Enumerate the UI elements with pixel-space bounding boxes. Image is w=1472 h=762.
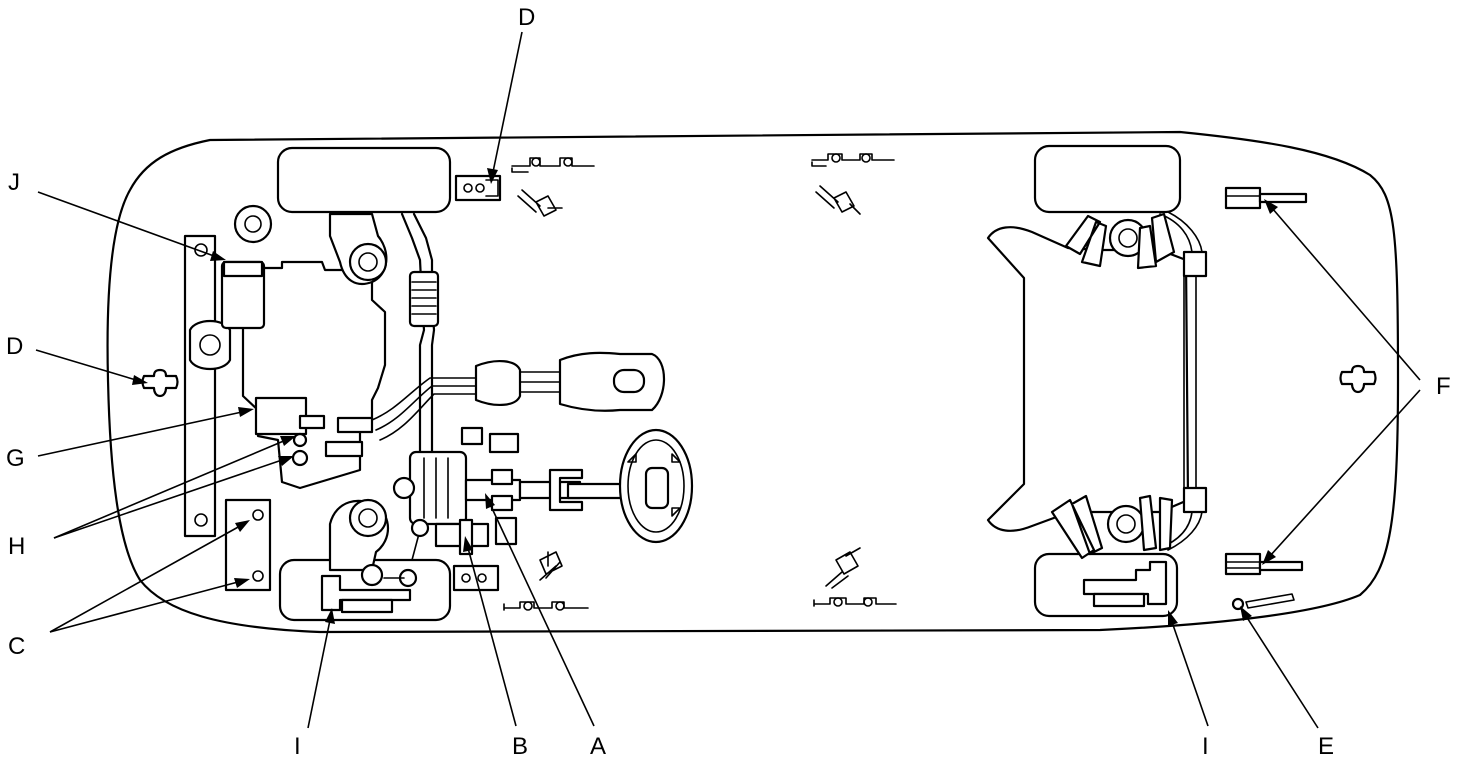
callout-h: H <box>8 533 25 560</box>
flex-pipe-ribs <box>411 281 437 315</box>
rear-top-hub-inner <box>1118 228 1138 248</box>
pulley-hub <box>244 215 262 233</box>
rear-bottom-hub-inner <box>1116 514 1136 534</box>
small-box <box>488 432 520 454</box>
rear-axle-rail <box>1183 275 1197 489</box>
cross-member-bracket-hole <box>199 334 221 356</box>
shift-lever-bracket <box>558 351 665 412</box>
c-bolt-top <box>252 509 264 521</box>
callout-d-top: D <box>518 4 535 31</box>
front-cross-member <box>183 234 217 538</box>
lift-clip <box>503 601 589 611</box>
callout-e: E <box>1318 733 1334 760</box>
fuel-pump-inner <box>627 439 685 533</box>
connector <box>336 416 374 434</box>
shift-cables <box>519 371 561 393</box>
transmission-ribs <box>423 457 449 519</box>
transmission-housing <box>408 450 468 526</box>
callout-f: F <box>1436 373 1451 400</box>
caliper-pad-right <box>1092 592 1146 608</box>
rear-bottom-arms <box>1050 494 1174 560</box>
tow-hook-bottom <box>1224 552 1304 576</box>
callout-g: G <box>6 445 25 472</box>
leader-lines <box>35 31 1421 729</box>
front-top-hub-inner <box>358 252 378 272</box>
lift-clip <box>813 597 897 607</box>
tow-hook-top <box>1224 186 1308 210</box>
rear-drain-plug <box>1231 593 1295 611</box>
rear-top-wheel <box>1033 144 1182 214</box>
callout-j: J <box>8 169 20 196</box>
callout-i-left: I <box>294 733 301 760</box>
callout-c: C <box>8 633 25 660</box>
pulley <box>233 204 273 244</box>
connector <box>324 440 364 458</box>
bolt-symbol <box>815 185 861 215</box>
front-top-hub <box>348 242 388 282</box>
rear-bottom-link <box>1182 486 1208 514</box>
a-point <box>410 518 430 538</box>
lift-clip <box>811 153 895 167</box>
bolt-symbol <box>539 551 563 581</box>
c-bolt-bottom <box>252 570 264 582</box>
jack-point-left <box>141 368 179 398</box>
shift-lever-slot <box>612 368 646 394</box>
jack-point-right <box>1339 364 1377 394</box>
shift-cable-boot <box>474 360 522 406</box>
bolt-symbol <box>825 547 861 589</box>
front-top-wheel <box>276 146 452 214</box>
cross-member-bolt <box>194 513 208 527</box>
steering-link <box>360 563 384 587</box>
u-joint-bracket <box>548 468 584 512</box>
hose-bundle <box>371 377 481 441</box>
connector <box>298 414 326 430</box>
sensor-h2 <box>291 449 309 467</box>
rear-top-arms <box>1064 212 1176 270</box>
u-joint-block <box>490 494 514 512</box>
rear-top-link <box>1182 250 1208 278</box>
callout-a: A <box>590 733 606 760</box>
sensor-box <box>254 396 308 436</box>
air-cleaner-cap <box>222 260 264 278</box>
caliper-bottom-left <box>320 574 412 612</box>
small-box <box>460 426 484 446</box>
cross-member-bolt <box>194 243 208 257</box>
caliper-pad <box>340 598 394 614</box>
callout-d-left: D <box>6 333 23 360</box>
exhaust-pipe <box>400 212 436 457</box>
rear-subframe <box>986 226 1190 532</box>
fuel-pump-center <box>644 466 670 510</box>
vehicle-body-outline <box>106 130 1400 634</box>
bolt-symbol <box>517 189 563 217</box>
transmission-mount <box>392 476 416 500</box>
sensor-h1 <box>292 432 308 448</box>
front-bottom-hub <box>348 498 388 538</box>
callout-i-right: I <box>1202 733 1209 760</box>
cross-member-bracket <box>188 319 232 371</box>
fuel-pump-tab <box>627 453 681 517</box>
mount-top-left <box>454 174 502 202</box>
lift-clip <box>511 157 595 173</box>
front-bottom-hub-inner <box>358 508 378 528</box>
rear-bottom-hub <box>1106 504 1146 544</box>
callout-b: B <box>512 733 528 760</box>
flex-pipe <box>408 270 440 328</box>
u-joint-block <box>490 468 514 486</box>
mount-block <box>494 516 518 546</box>
